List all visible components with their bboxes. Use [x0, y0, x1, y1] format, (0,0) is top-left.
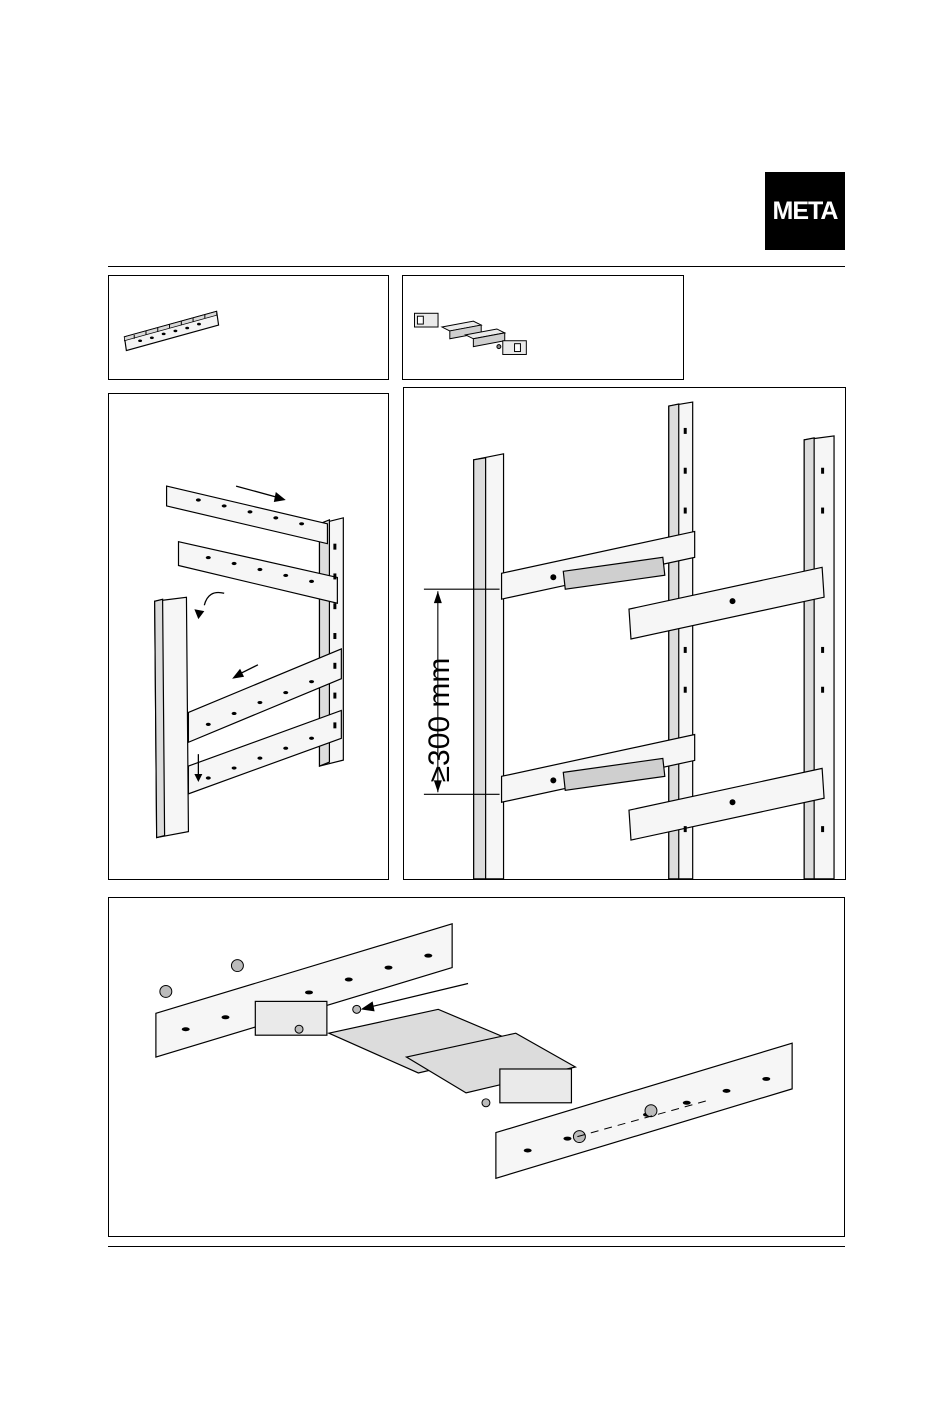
connector-kit-icon — [403, 276, 683, 379]
meta-logo: META — [765, 172, 845, 250]
panel-rack-assembly — [403, 387, 846, 880]
exploded-connector-diagram — [109, 898, 844, 1236]
panel-mounting-steps — [108, 393, 389, 880]
panel-connector-kit — [402, 275, 684, 380]
top-rule — [108, 266, 845, 267]
dimension-label: ≥300 mm — [420, 660, 460, 780]
rack-assembly-diagram — [404, 388, 845, 879]
mounting-steps-diagram — [109, 394, 388, 879]
bottom-rule — [108, 1246, 845, 1247]
beam-part-icon — [109, 276, 388, 379]
panel-exploded-connector — [108, 897, 845, 1237]
panel-beam-part — [108, 275, 389, 380]
